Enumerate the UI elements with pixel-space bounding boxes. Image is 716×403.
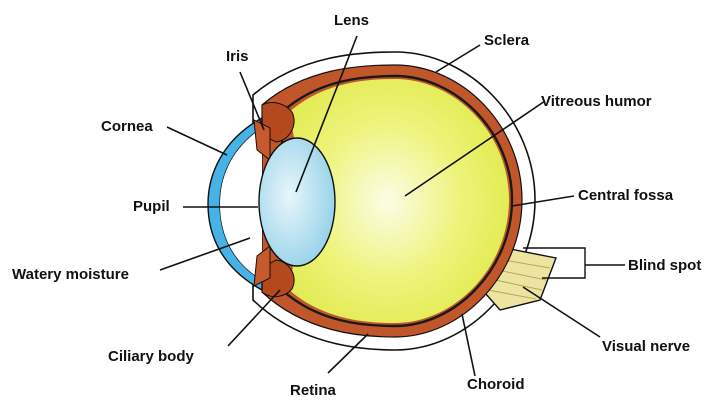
label-cornea: Cornea	[101, 118, 153, 135]
label-blind-spot: Blind spot	[628, 257, 701, 274]
label-retina: Retina	[290, 382, 337, 399]
label-ciliary-body: Ciliary body	[108, 348, 195, 365]
label-sclera: Sclera	[484, 32, 530, 49]
label-watery-moisture: Watery moisture	[12, 266, 129, 283]
label-choroid: Choroid	[467, 376, 525, 393]
label-lens: Lens	[334, 12, 369, 29]
label-vitreous-humor: Vitreous humor	[541, 93, 652, 110]
label-iris: Iris	[226, 48, 249, 65]
label-central-fossa: Central fossa	[578, 187, 674, 204]
label-pupil: Pupil	[133, 198, 170, 215]
label-visual-nerve: Visual nerve	[602, 338, 690, 355]
lens-shape	[259, 138, 335, 266]
